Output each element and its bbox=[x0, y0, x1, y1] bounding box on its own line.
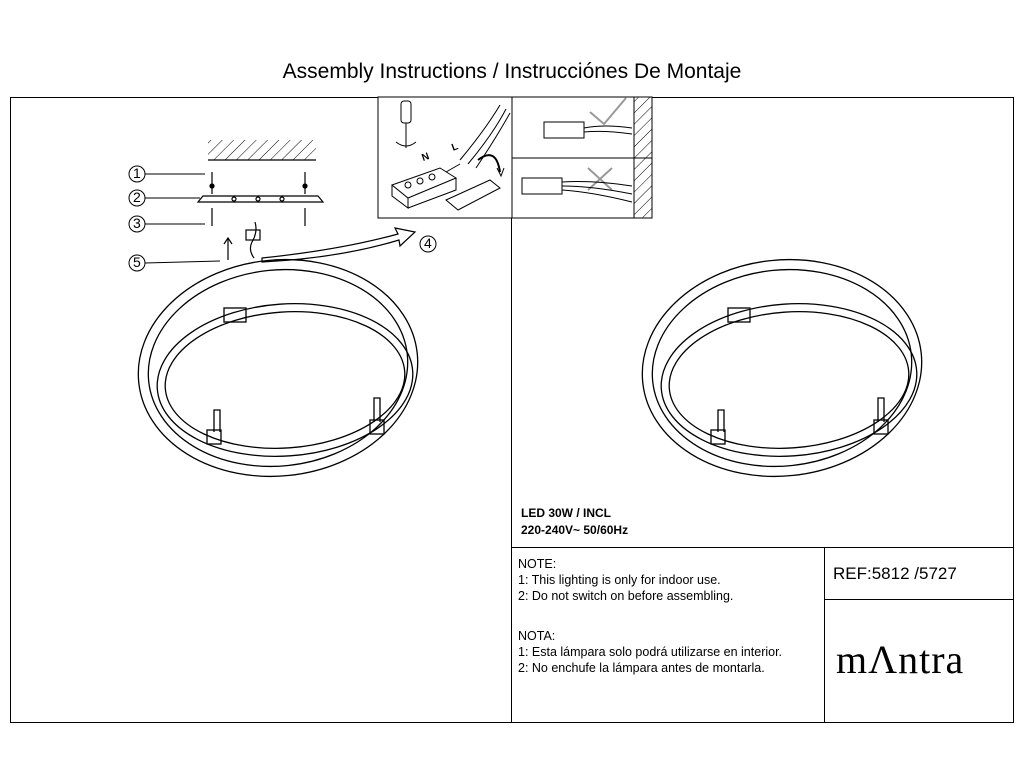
note-es: NOTA: 1: Esta lámpara solo podrá utiliza… bbox=[518, 628, 782, 676]
note-en-heading: NOTE: bbox=[518, 557, 557, 571]
lamp-right bbox=[641, 258, 923, 478]
note-box bbox=[511, 547, 825, 723]
note-en-item-1: 1: This lighting is only for indoor use. bbox=[518, 573, 721, 587]
mounting-bracket bbox=[196, 172, 325, 260]
callout-3: 3 bbox=[133, 215, 141, 231]
spec-power: LED 30W / INCL bbox=[521, 506, 612, 520]
ceiling-hatch bbox=[208, 140, 316, 161]
callout-4: 4 bbox=[424, 235, 432, 251]
panel-divider bbox=[511, 97, 512, 723]
callout-markers bbox=[128, 165, 437, 272]
reference-box: REF:5812 /5727 bbox=[824, 547, 1014, 600]
note-en-item-2: 2: Do not switch on before assembling. bbox=[518, 589, 734, 603]
callout-5: 5 bbox=[133, 254, 141, 270]
page-title: Assembly Instructions / Instrucciónes De… bbox=[282, 60, 742, 83]
reference-number: REF:5812 /5727 bbox=[833, 564, 957, 583]
note-es-heading: NOTA: bbox=[518, 629, 556, 643]
lamp-left bbox=[137, 258, 419, 478]
note-en: NOTE: 1: This lighting is only for indoo… bbox=[518, 556, 733, 604]
arrow-to-detail bbox=[261, 227, 417, 263]
callout-1: 1 bbox=[133, 165, 141, 181]
wiring-detail-inset bbox=[377, 96, 653, 219]
note-es-item-2: 2: No enchufe la lámpara antes de montar… bbox=[518, 661, 765, 675]
spec-voltage: 220-240V~ 50/60Hz bbox=[521, 523, 629, 537]
note-es-item-1: 1: Esta lámpara solo podrá utilizarse en… bbox=[518, 645, 783, 659]
callout-2: 2 bbox=[133, 189, 141, 205]
brand-logo: mΛntra bbox=[836, 637, 965, 682]
